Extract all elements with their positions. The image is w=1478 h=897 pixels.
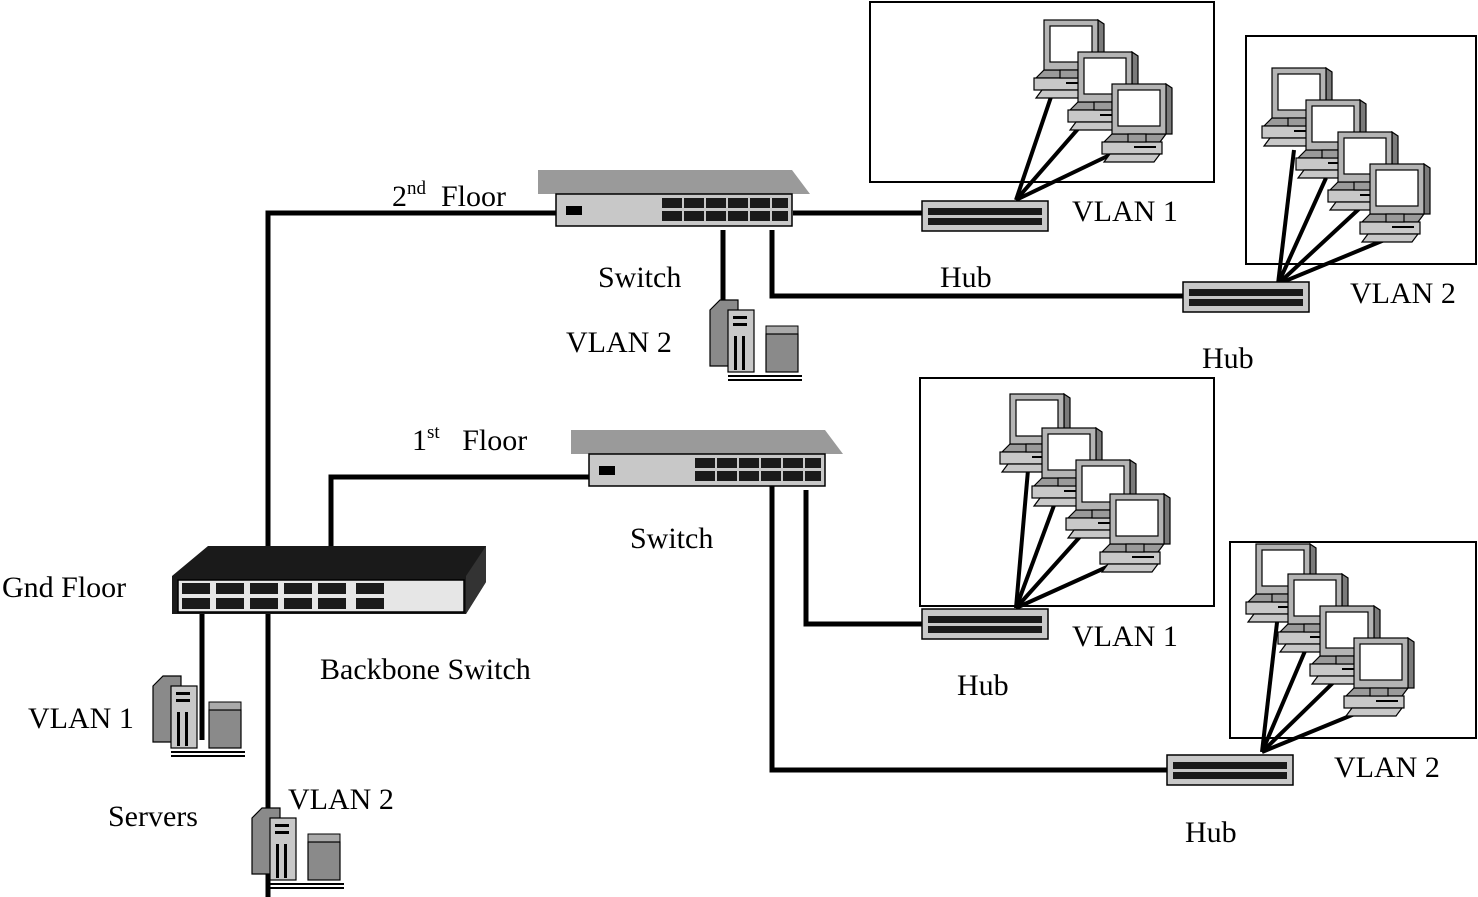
server-icon	[709, 299, 803, 381]
hub-fan-links	[1014, 93, 1395, 754]
servers-label: Servers	[108, 800, 198, 833]
vlan1-1st-label: VLAN 1	[1072, 620, 1178, 653]
backbone-switch-icon	[172, 546, 486, 614]
vlan2-2nd-label: VLAN 2	[1350, 277, 1456, 310]
workstation-group-2nd-vlan1	[1033, 19, 1173, 163]
hub-icon	[921, 608, 1049, 640]
gnd-floor-label: Gnd Floor	[2, 571, 127, 604]
hub-icon	[1182, 281, 1310, 313]
vlan2-1st-label: VLAN 2	[1334, 751, 1440, 784]
floor-1-label: 1st Floor	[412, 422, 528, 457]
vlan2-server-gnd-label: VLAN 2	[288, 783, 394, 816]
floor-2-label: 2nd Floor	[392, 178, 507, 213]
vlan1-server-gnd-label: VLAN 1	[28, 702, 134, 735]
links	[199, 210, 1184, 897]
workstation-icon	[1099, 493, 1171, 573]
switch-1st-label: Switch	[630, 522, 714, 555]
hub-2nd-vlan2-label: Hub	[940, 261, 992, 294]
vlan2-server-2nd-label: VLAN 2	[566, 326, 672, 359]
network-switch-icon	[570, 429, 844, 487]
network-switch-icon	[537, 169, 811, 227]
workstation-group-1st-vlan2	[1245, 543, 1415, 717]
backbone-switch-label: Backbone Switch	[320, 653, 531, 686]
workstation-icon	[1101, 83, 1173, 163]
workstation-icon	[1359, 163, 1431, 243]
hub-1st-vlan1-label: Hub	[957, 669, 1009, 702]
hub-icon	[1166, 754, 1294, 786]
hub-1st-vlan2-label: Hub	[1185, 816, 1237, 849]
hub-2nd-vlan2-below-label: Hub	[1202, 342, 1254, 375]
switch-2nd-label: Switch	[598, 261, 682, 294]
server-icon	[152, 675, 246, 757]
vlan1-2nd-label: VLAN 1	[1072, 195, 1178, 228]
vlan-boxes	[869, 1, 1477, 739]
hub-icon	[921, 200, 1049, 232]
workstation-icon	[1343, 637, 1415, 717]
